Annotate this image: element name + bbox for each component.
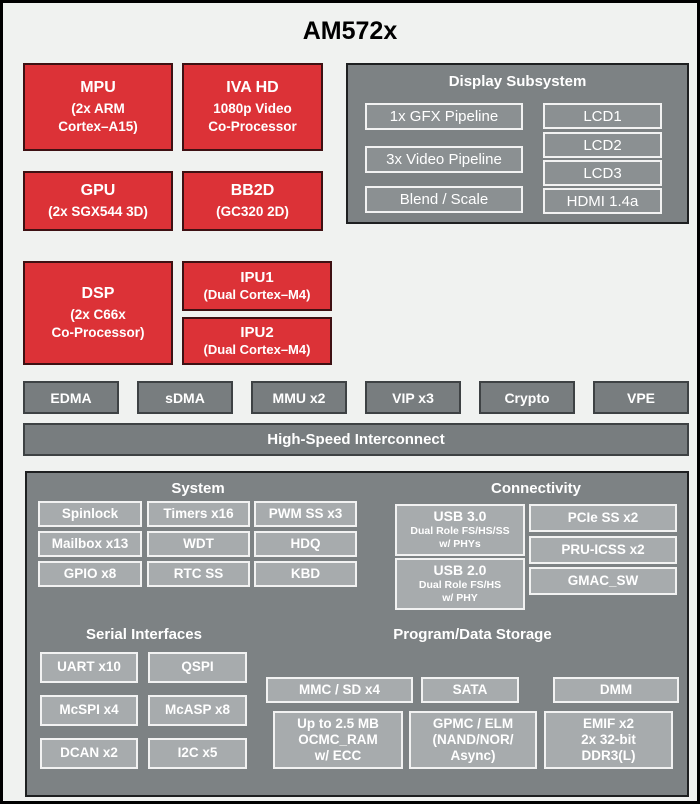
chip-sdma: sDMA [137, 381, 233, 414]
chip-gpio: GPIO x8 [38, 561, 142, 587]
chip-sata: SATA [421, 677, 519, 703]
chip-dcan: DCAN x2 [40, 738, 138, 769]
chip-emif: EMIF x2 2x 32-bit DDR3(L) [544, 711, 673, 769]
block-ipu2: IPU2 (Dual Cortex–M4) [182, 317, 332, 365]
block-gpu-name: GPU [80, 181, 116, 199]
chip-usb3-detail: Dual Role FS/HS/SS w/ PHYs [410, 525, 510, 551]
serial-title: Serial Interfaces [86, 626, 202, 643]
system-title: System [171, 480, 225, 497]
display-subsystem: Display Subsystem 1x GFX Pipeline 3x Vid… [346, 63, 689, 224]
block-ipu1-detail: (Dual Cortex–M4) [203, 287, 311, 303]
chip-pcie: PCIe SS x2 [529, 504, 677, 532]
display-blend-scale: Blend / Scale [365, 186, 523, 213]
high-speed-interconnect-bar: High-Speed Interconnect [23, 423, 689, 456]
chip-dmm: DMM [553, 677, 679, 703]
chip-kbd: KBD [254, 561, 357, 587]
chip-mmu: MMU x2 [251, 381, 347, 414]
chip-i2c: I2C x5 [148, 738, 247, 769]
block-ipu2-name: IPU2 [240, 324, 274, 342]
chip-rtc: RTC SS [147, 561, 250, 587]
display-lcd1: LCD1 [543, 103, 662, 129]
block-ipu1-name: IPU1 [240, 269, 274, 287]
chip-usb2: USB 2.0 Dual Role FS/HS w/ PHY [395, 558, 525, 610]
chip-vip: VIP x3 [365, 381, 461, 414]
storage-title: Program/Data Storage [393, 626, 552, 643]
chip-usb3-name: USB 3.0 [433, 508, 487, 525]
chip-timers: Timers x16 [147, 501, 250, 527]
chip-vpe: VPE [593, 381, 689, 414]
chip-hdq: HDQ [254, 531, 357, 557]
chip-spinlock: Spinlock [38, 501, 142, 527]
chip-edma: EDMA [23, 381, 119, 414]
chip-qspi: QSPI [148, 652, 247, 683]
chip-wdt: WDT [147, 531, 250, 557]
block-gpu-detail: (2x SGX544 3D) [48, 203, 148, 219]
peripheral-container: System Spinlock Timers x16 PWM SS x3 Mai… [25, 471, 689, 797]
chip-mcspi: McSPI x4 [40, 695, 138, 726]
connectivity-title: Connectivity [490, 480, 581, 497]
chip-usb2-detail: Dual Role FS/HS w/ PHY [418, 579, 502, 605]
chip-gpmc: GPMC / ELM (NAND/NOR/ Async) [409, 711, 537, 769]
chip-ocmc: Up to 2.5 MB OCMC_RAM w/ ECC [273, 711, 403, 769]
chip-title: AM572x [302, 17, 398, 45]
block-ipu1: IPU1 (Dual Cortex–M4) [182, 261, 332, 311]
block-mpu-name: MPU [80, 78, 116, 96]
chip-pru: PRU-ICSS x2 [529, 536, 677, 564]
block-mpu: MPU (2x ARM Cortex–A15) [23, 63, 173, 151]
block-iva-detail: 1080p Video Co-Processor [208, 100, 297, 134]
chip-mcasp: McASP x8 [148, 695, 247, 726]
chip-mmc: MMC / SD x4 [266, 677, 413, 703]
block-dsp-detail: (2x C66x Co-Processor) [51, 306, 145, 340]
block-gpu: GPU (2x SGX544 3D) [23, 171, 173, 231]
display-gfx-pipeline: 1x GFX Pipeline [365, 103, 523, 130]
chip-gmac: GMAC_SW [529, 567, 677, 595]
display-subsystem-title: Display Subsystem [448, 73, 587, 90]
display-video-pipeline: 3x Video Pipeline [365, 146, 523, 173]
block-iva: IVA HD 1080p Video Co-Processor [182, 63, 323, 151]
chip-mailbox: Mailbox x13 [38, 531, 142, 557]
chip-uart: UART x10 [40, 652, 138, 683]
block-dsp-name: DSP [81, 284, 115, 302]
display-lcd3: LCD3 [543, 160, 662, 186]
chip-crypto: Crypto [479, 381, 575, 414]
chip-pwm: PWM SS x3 [254, 501, 357, 527]
display-lcd2: LCD2 [543, 132, 662, 158]
block-mpu-detail: (2x ARM Cortex–A15) [58, 100, 138, 134]
block-bb2d: BB2D (GC320 2D) [182, 171, 323, 231]
display-hdmi: HDMI 1.4a [543, 188, 662, 214]
block-iva-name: IVA HD [226, 78, 279, 96]
chip-usb3: USB 3.0 Dual Role FS/HS/SS w/ PHYs [395, 504, 525, 556]
block-dsp: DSP (2x C66x Co-Processor) [23, 261, 173, 365]
block-ipu2-detail: (Dual Cortex–M4) [203, 342, 311, 358]
block-bb2d-name: BB2D [230, 181, 275, 199]
block-bb2d-detail: (GC320 2D) [216, 203, 289, 219]
chip-usb2-name: USB 2.0 [433, 562, 487, 579]
